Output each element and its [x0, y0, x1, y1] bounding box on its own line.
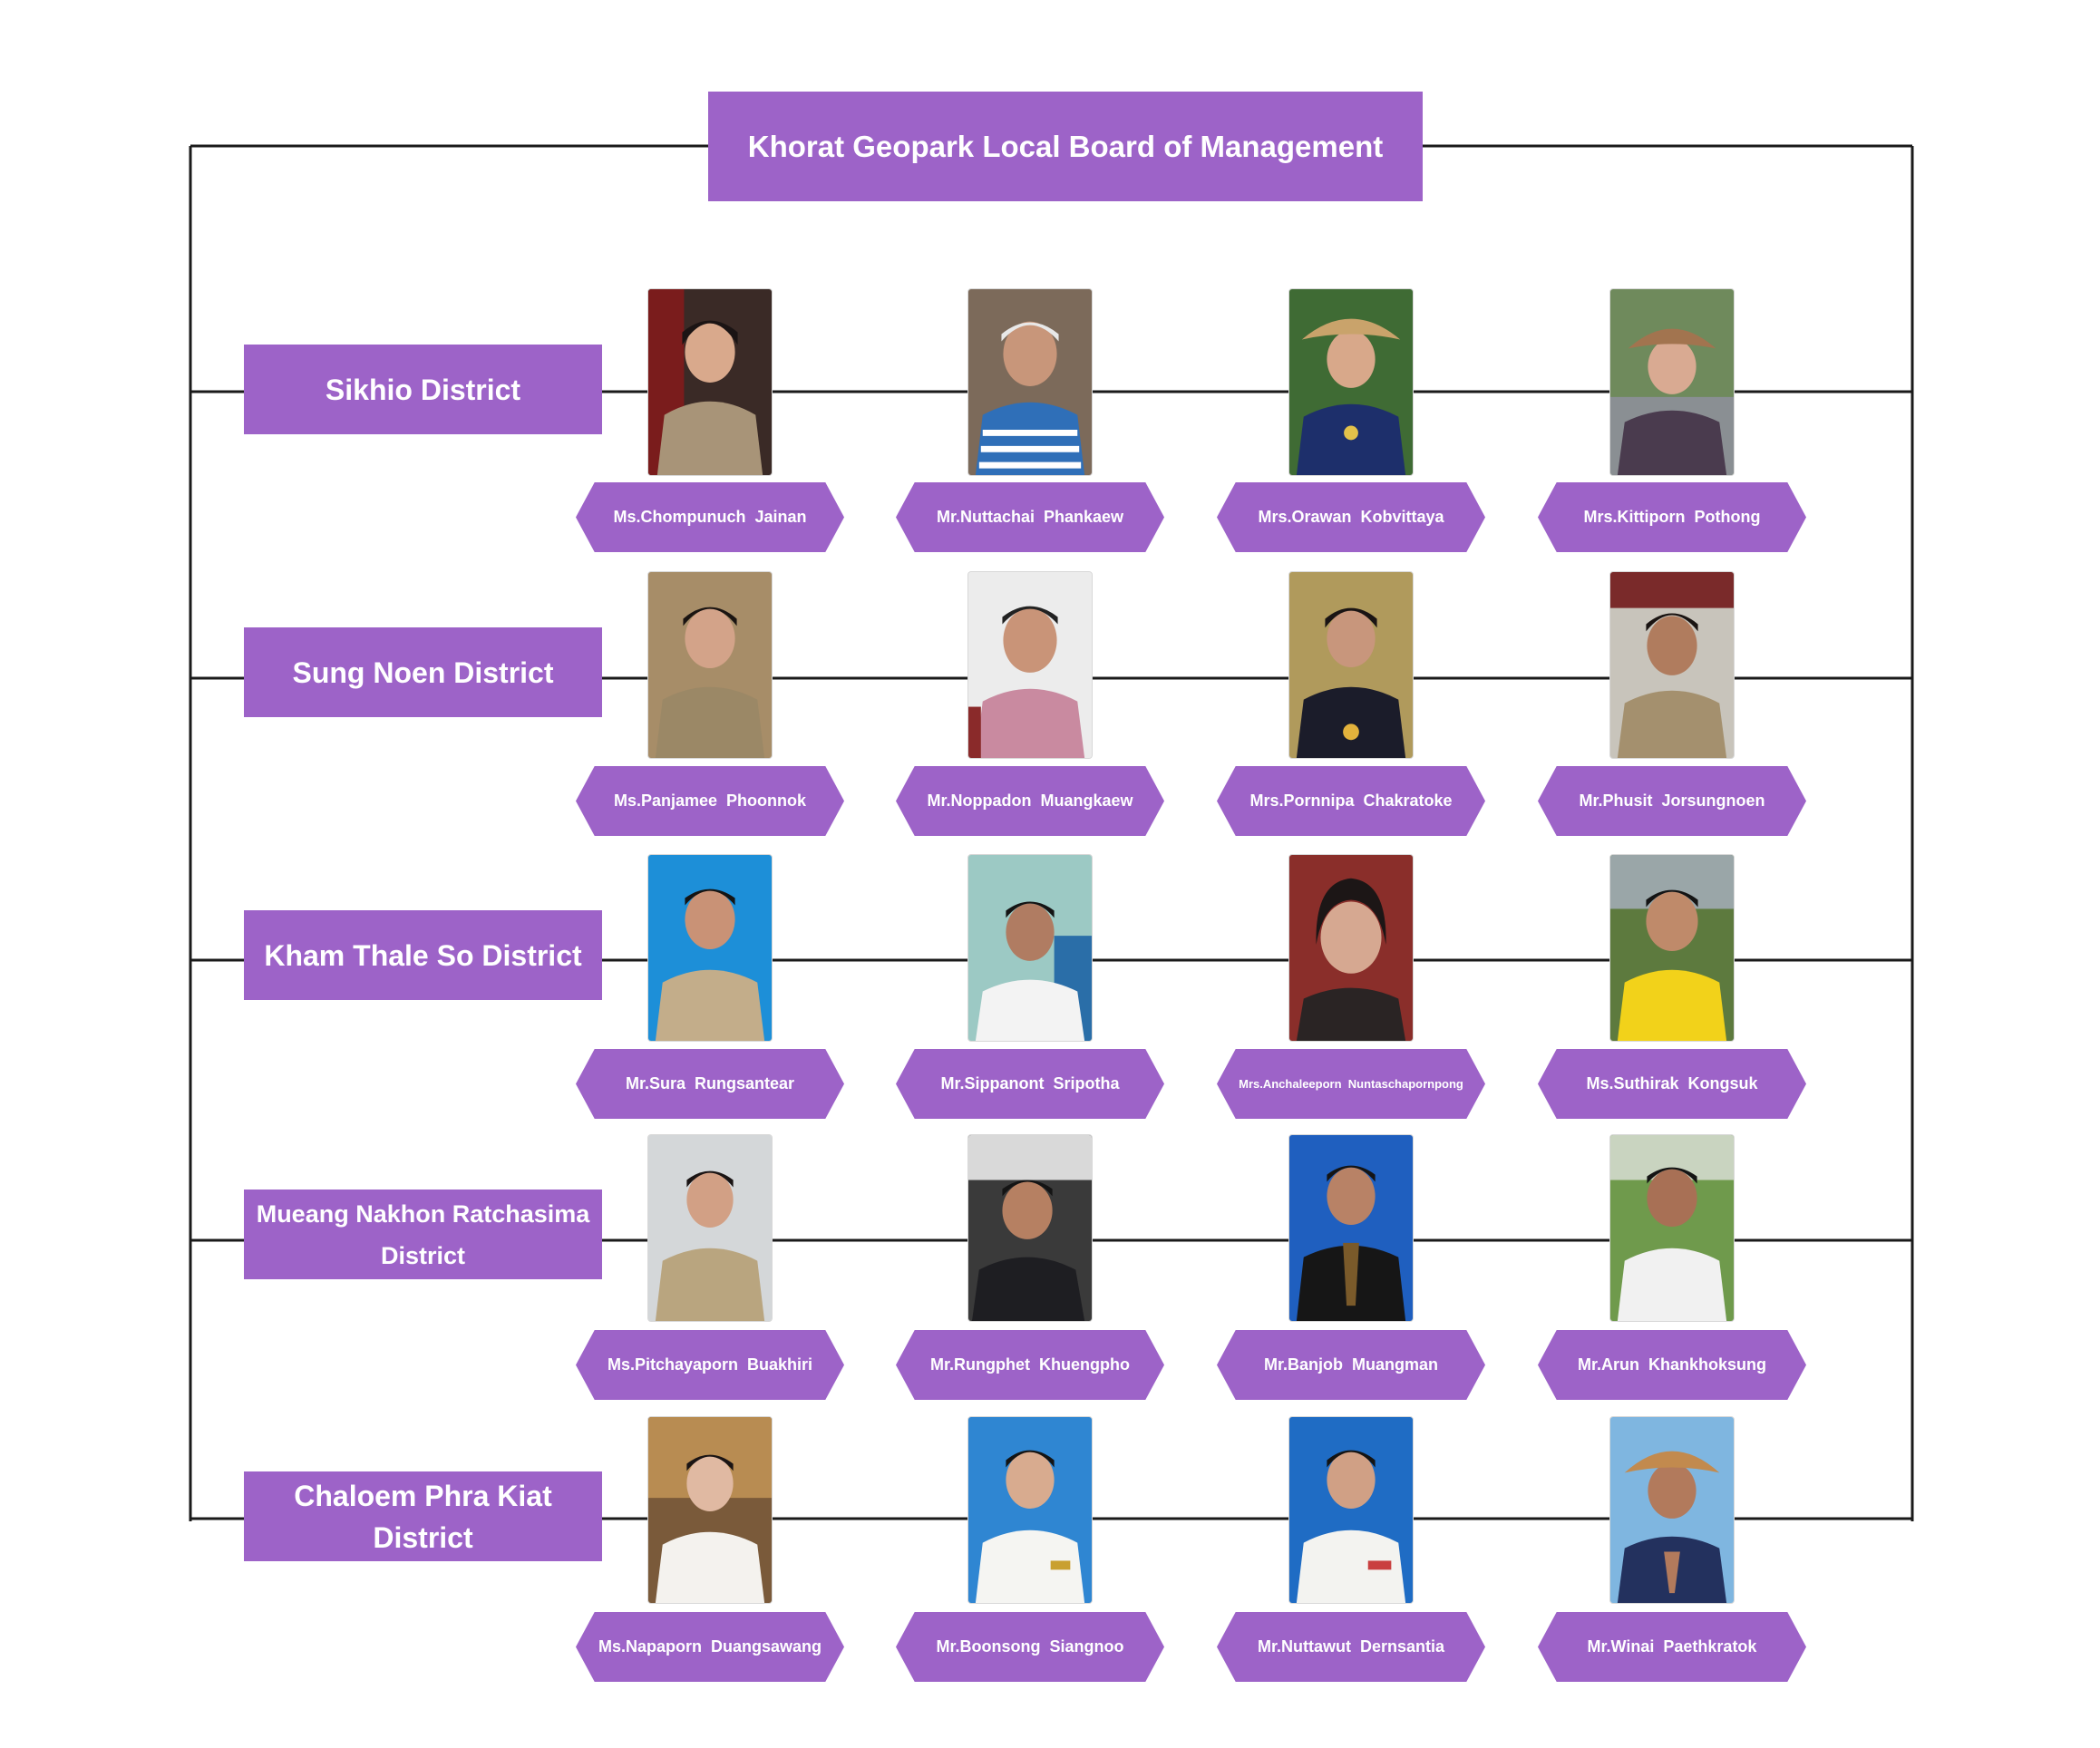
district-mueang-nakhon-ratchasima: Mueang Nakhon Ratchasima District: [244, 1190, 602, 1279]
member-name: Mrs.Orawan Kobvittaya: [1217, 482, 1485, 552]
member-photo: [1288, 288, 1414, 476]
member-photo: [1288, 571, 1414, 759]
member-photo: [1609, 854, 1735, 1042]
district-kham-thale-so: Kham Thale So District: [244, 910, 602, 1000]
member-photo: [1609, 1134, 1735, 1322]
member-photo: [647, 288, 773, 476]
member-photo: [1288, 1416, 1414, 1604]
member-photo: [967, 854, 1093, 1042]
district-chaloem-phra-kiat: Chaloem Phra Kiat District: [244, 1471, 602, 1561]
member-name: Ms.Pitchayaporn Buakhiri: [576, 1330, 844, 1400]
member-name: Ms.Panjamee Phoonnok: [576, 766, 844, 836]
member-name: Mr.Sippanont Sripotha: [896, 1049, 1164, 1119]
member-photo: [1609, 571, 1735, 759]
member-name: Mr.Noppadon Muangkaew: [896, 766, 1164, 836]
member-name: Ms.Suthirak Kongsuk: [1538, 1049, 1806, 1119]
member-name: Mrs.Kittiporn Pothong: [1538, 482, 1806, 552]
member-name: Mr.Winai Paethkratok: [1538, 1612, 1806, 1682]
district-sikhio: Sikhio District: [244, 345, 602, 434]
member-photo: [647, 1416, 773, 1604]
member-name: Mrs.Pornnipa Chakratoke: [1217, 766, 1485, 836]
member-name: Mr.Sura Rungsantear: [576, 1049, 844, 1119]
member-photo: [967, 571, 1093, 759]
member-photo: [647, 854, 773, 1042]
member-name: Mr.Arun Khankhoksung: [1538, 1330, 1806, 1400]
member-name: Ms.Chompunuch Jainan: [576, 482, 844, 552]
member-name: Mr.Boonsong Siangnoo: [896, 1612, 1164, 1682]
member-photo: [967, 288, 1093, 476]
member-name: Mr.Rungphet Khuengpho: [896, 1330, 1164, 1400]
member-name: Mr.Banjob Muangman: [1217, 1330, 1485, 1400]
member-name: Ms.Napaporn Duangsawang: [576, 1612, 844, 1682]
chart-title: Khorat Geopark Local Board of Management: [708, 92, 1423, 201]
member-photo: [1609, 288, 1735, 476]
member-name: Mr.Nuttachai Phankaew: [896, 482, 1164, 552]
member-photo: [1288, 1134, 1414, 1322]
member-name: Mr.Phusit Jorsungnoen: [1538, 766, 1806, 836]
member-name: Mr.Nuttawut Dernsantia: [1217, 1612, 1485, 1682]
member-photo: [1609, 1416, 1735, 1604]
member-photo: [647, 571, 773, 759]
member-photo: [967, 1416, 1093, 1604]
member-photo: [647, 1134, 773, 1322]
district-sung-noen: Sung Noen District: [244, 627, 602, 717]
member-name: Mrs.Anchaleeporn Nuntaschapornpong: [1217, 1049, 1485, 1119]
member-photo: [1288, 854, 1414, 1042]
member-photo: [967, 1134, 1093, 1322]
